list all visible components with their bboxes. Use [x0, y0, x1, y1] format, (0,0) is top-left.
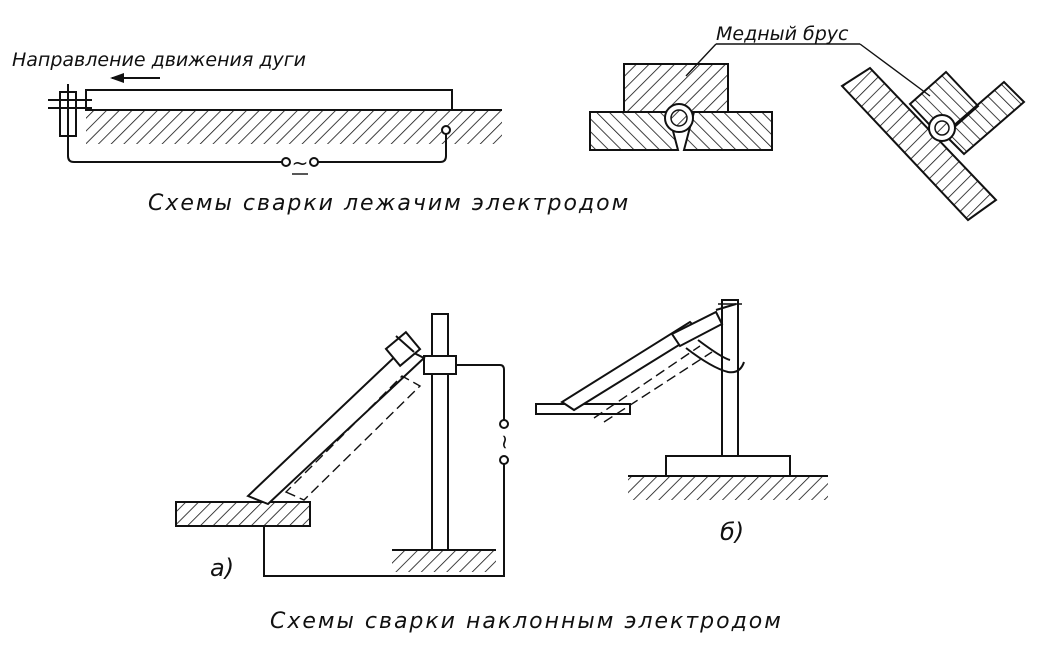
copper-bar-butt-scheme: Медный брус [589, 23, 931, 151]
leader-right [859, 43, 931, 97]
ac-symbol-top: ~ [292, 151, 309, 175]
electrode-path-dash-1 [593, 345, 701, 419]
inclined-electrode-scheme-a: ~ а) [175, 313, 517, 582]
wire-a-top [456, 364, 505, 420]
post-clamp [423, 355, 457, 375]
lying-electrode [85, 89, 453, 111]
plate-right [682, 111, 773, 151]
caption-top: Схемы сварки лежачим электродом [148, 191, 630, 216]
stand-post-b [721, 299, 739, 457]
label-a: а) [210, 554, 234, 582]
stand-base-b [665, 455, 791, 477]
ground-terminal [441, 125, 451, 135]
stand-post [431, 313, 449, 551]
terminal-a-top [499, 419, 509, 429]
arc-direction-label: Направление движения дуги [12, 49, 306, 71]
copper-bar-label: Медный брус [716, 23, 849, 45]
inclined-electrode-scheme-b: б) [535, 299, 828, 546]
electrode-clamp [48, 84, 92, 142]
terminal-a-bottom [499, 455, 509, 465]
label-b: б) [720, 518, 744, 546]
guide-arc-inner [697, 339, 731, 361]
terminal-left [281, 157, 291, 167]
stand-base-hatch [392, 550, 496, 572]
guide-arc [685, 347, 745, 374]
caption-bottom: Схемы сварки наклонным электродом [270, 609, 783, 634]
ac-symbol-bottom: ~ [493, 434, 517, 451]
wire-a-bottom [263, 464, 505, 577]
wire-left [67, 136, 282, 163]
ground-b-hatch [628, 476, 828, 500]
workpiece-hatch [86, 110, 502, 144]
plate-diagonal [840, 66, 998, 222]
electrode-holder-b [670, 303, 737, 348]
inclined-electrode [246, 346, 426, 506]
lying-electrode-scheme: Направление движения дуги ~ Схемы сварки… [12, 49, 630, 216]
workpiece-b [535, 403, 631, 415]
arc-direction-arrow [110, 73, 160, 83]
electrode-path-dash-2 [603, 351, 713, 423]
plate-upright [942, 80, 1026, 156]
electrode-holder-a [384, 330, 422, 368]
terminal-right [309, 157, 319, 167]
electrode-consumed-outline [284, 375, 422, 501]
wire-right [318, 130, 447, 163]
copper-bar-fillet-scheme [840, 66, 1026, 222]
workpiece-a [175, 501, 311, 527]
plate-left [589, 111, 680, 151]
